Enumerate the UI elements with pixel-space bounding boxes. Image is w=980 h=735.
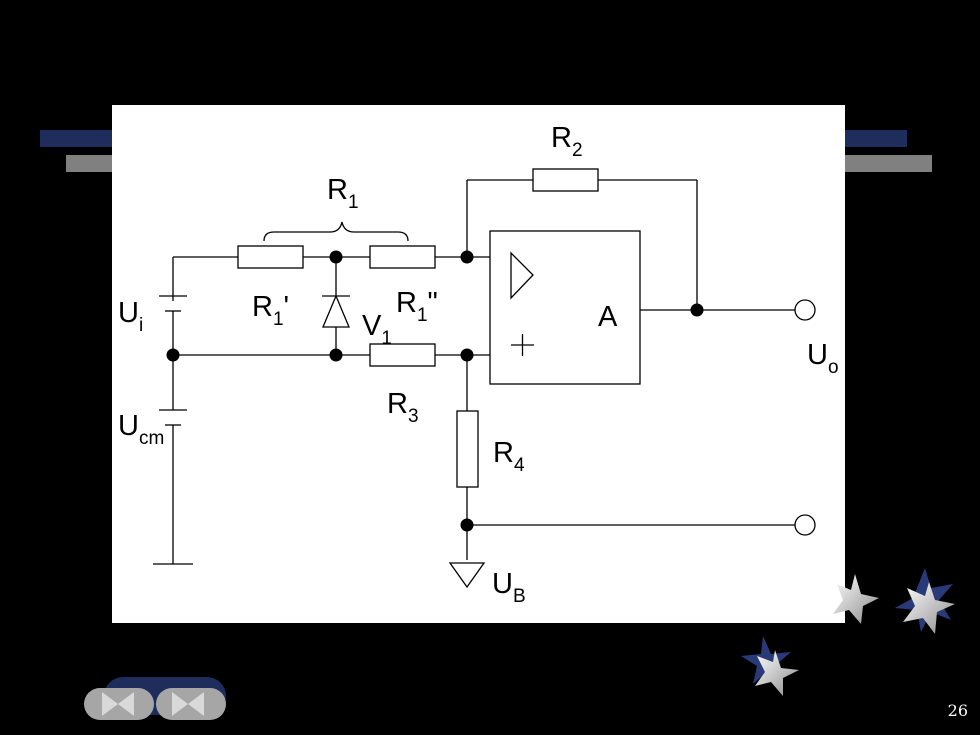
resistor-r1-prime	[237, 245, 304, 269]
label-r4: R4	[493, 437, 525, 476]
label-v1: V1	[362, 310, 392, 349]
junction-dot	[166, 348, 180, 362]
r1-brace	[263, 221, 409, 242]
inverting-input-symbol	[510, 251, 534, 300]
junction-dot	[329, 348, 343, 362]
label-ub: UB	[492, 568, 526, 607]
prev-slide-button[interactable]	[84, 688, 154, 720]
junction-dot	[329, 250, 343, 264]
decorative-stars	[741, 568, 955, 696]
next-slide-button[interactable]	[156, 688, 226, 720]
slide-number: 26	[947, 701, 968, 720]
junction-dot	[690, 303, 704, 317]
label-ui: Ui	[118, 297, 143, 336]
label-r1: R1	[327, 174, 359, 213]
label-r3: R3	[387, 388, 419, 427]
decor-bar-gray-right	[843, 155, 932, 172]
prev-arrow-icon	[102, 692, 134, 716]
output-terminal-uo	[794, 299, 816, 321]
slide-navigation	[84, 677, 226, 720]
star-icon	[903, 582, 955, 634]
resistor-r4	[456, 410, 479, 488]
junction-dot	[460, 348, 474, 362]
star-icon	[833, 574, 879, 624]
circuit-diagram: R2 R1 R1' V1 R1" Ui A Uo R3 Ucm R4 UB	[118, 122, 839, 607]
label-r1-prime: R1'	[252, 291, 289, 330]
label-r1-double-prime: R1"	[396, 287, 438, 326]
ground-symbol-ub	[448, 562, 486, 589]
resistor-r2	[532, 168, 599, 192]
label-ucm: Ucm	[118, 410, 164, 449]
decor-bar-gray-left	[66, 155, 116, 172]
decor-bar-blue-right	[843, 130, 907, 147]
star-icon	[755, 650, 799, 696]
decor-bar-blue-left	[40, 130, 115, 147]
ground-terminal	[794, 514, 816, 536]
label-uo: Uo	[807, 339, 839, 378]
label-r2: R2	[551, 122, 583, 161]
op-amp-block	[489, 230, 641, 385]
next-arrow-icon	[172, 692, 204, 716]
resistor-r3	[369, 343, 436, 367]
junction-dot	[460, 250, 474, 264]
diode-v1	[322, 294, 350, 328]
label-amp-a: A	[598, 301, 618, 333]
junction-dot	[460, 518, 474, 532]
circuit-diagram-panel: R2 R1 R1' V1 R1" Ui A Uo R3 Ucm R4 UB	[112, 105, 845, 623]
resistor-r1-double-prime	[369, 245, 436, 269]
